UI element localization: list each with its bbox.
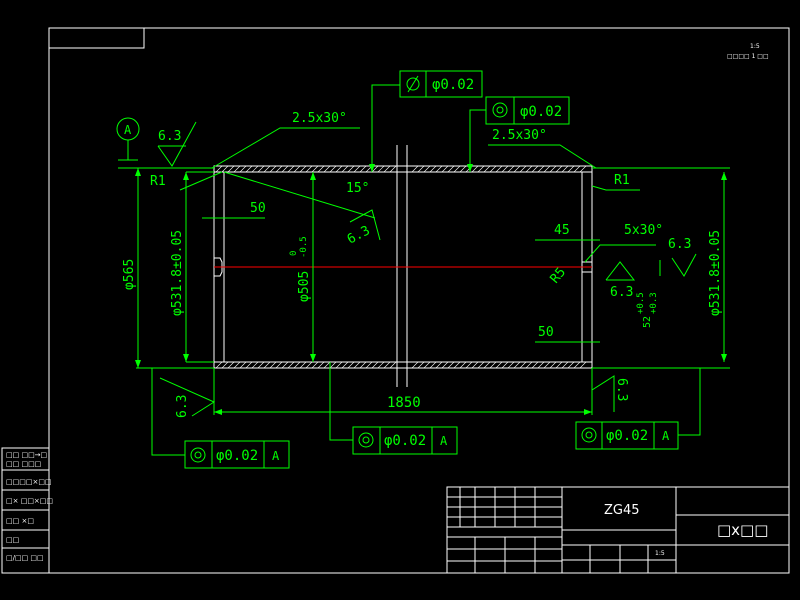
corner-note-1: 1:5 xyxy=(750,43,760,50)
dia-fit-right-label: φ531.8±0.05 xyxy=(708,230,723,316)
bottom-left-datum: A xyxy=(272,449,280,463)
concentricity-icon xyxy=(358,432,374,448)
radius-right-label: R1 xyxy=(614,173,630,188)
arrowheads xyxy=(135,164,727,415)
dia-inner-tol-lower: -0.5 xyxy=(299,236,309,258)
length-50-left-label: 50 xyxy=(250,201,266,216)
roughness-mid-left: 6.3 xyxy=(345,223,373,247)
wall-hatching xyxy=(215,165,587,369)
bottom-mid-value: φ0.02 xyxy=(384,433,426,449)
bottom-right-datum: A xyxy=(662,429,670,443)
datum-label: A xyxy=(124,123,132,137)
side-row-7: □/□□ □□ xyxy=(6,554,44,562)
drawing-frame xyxy=(48,27,790,574)
title-block xyxy=(446,486,790,574)
tolerance-frame-bottom-left xyxy=(184,440,290,469)
groove-value-label: 52 xyxy=(642,316,653,328)
side-row-5: □□ ×□ xyxy=(6,517,34,525)
chamfer-left-label: 2.5x30° xyxy=(292,111,347,126)
tolerance-frame-bottom-mid xyxy=(352,426,458,455)
concentricity-icon xyxy=(190,447,206,463)
bottom-right-value: φ0.02 xyxy=(606,428,648,444)
roughness-bottom-left: 6.3 xyxy=(175,395,190,418)
concentricity-icon xyxy=(581,427,597,443)
groove-upper-label: +0.5 xyxy=(636,292,646,314)
tolerance-frame-bottom-right xyxy=(575,421,679,450)
bottom-mid-datum: A xyxy=(440,434,448,448)
chamfer-5-label: 5x30° xyxy=(624,223,663,238)
side-row-6: □□ xyxy=(6,536,19,544)
bottom-left-value: φ0.02 xyxy=(216,448,258,464)
roughness-right-mid: 6.3 xyxy=(610,285,633,300)
tolerance-frame-top-concentric xyxy=(485,96,570,125)
side-row-2: □□ □□□ xyxy=(6,460,41,468)
dimension-lines xyxy=(118,84,730,456)
top-runout-value: φ0.02 xyxy=(432,77,474,93)
material-label: ZG45 xyxy=(604,503,640,518)
datum-symbol xyxy=(116,117,140,161)
angle-label: 15° xyxy=(346,181,369,196)
total-length-label: 1850 xyxy=(387,395,421,411)
side-table-text: □□ □□→□ □□ □□□ □□□□×□□ □× □□×□□ □□ ×□ □□… xyxy=(6,451,53,562)
radius-r5-label: R5 xyxy=(548,265,570,287)
length-50-right-label: 50 xyxy=(538,325,554,340)
length-45-label: 45 xyxy=(554,223,570,238)
side-row-1: □□ □□→□ xyxy=(6,451,47,459)
top-concentric-value: φ0.02 xyxy=(520,104,562,120)
side-row-4: □× □□×□□ xyxy=(6,497,53,505)
drawing-name: □x□□ xyxy=(717,521,768,539)
radius-left-label: R1 xyxy=(150,174,166,189)
roughness-symbols xyxy=(157,121,697,417)
runout-icon xyxy=(406,75,420,93)
scale-label: 1:5 xyxy=(655,550,665,557)
dia-inner-tol-upper: 0 xyxy=(289,251,299,256)
tolerance-frame-top-runout xyxy=(399,70,483,98)
side-table xyxy=(1,447,50,574)
corner-note-2: □□□□ 1 □□ xyxy=(727,53,769,60)
side-row-3: □□□□×□□ xyxy=(6,478,52,486)
dia-inner-label: φ505 xyxy=(297,271,312,302)
roughness-bottom-right: 6.3 xyxy=(614,378,629,401)
part-outline xyxy=(213,145,593,387)
roughness-right-top: 6.3 xyxy=(668,237,691,252)
groove-lower-label: +0.3 xyxy=(649,292,659,314)
dia-fit-left-label: φ531.8±0.05 xyxy=(170,230,185,316)
chamfer-right-label: 2.5x30° xyxy=(492,128,547,143)
concentricity-icon xyxy=(492,102,508,118)
roughness-top-left: 6.3 xyxy=(158,129,181,144)
dia-outer-label: φ565 xyxy=(122,259,137,290)
